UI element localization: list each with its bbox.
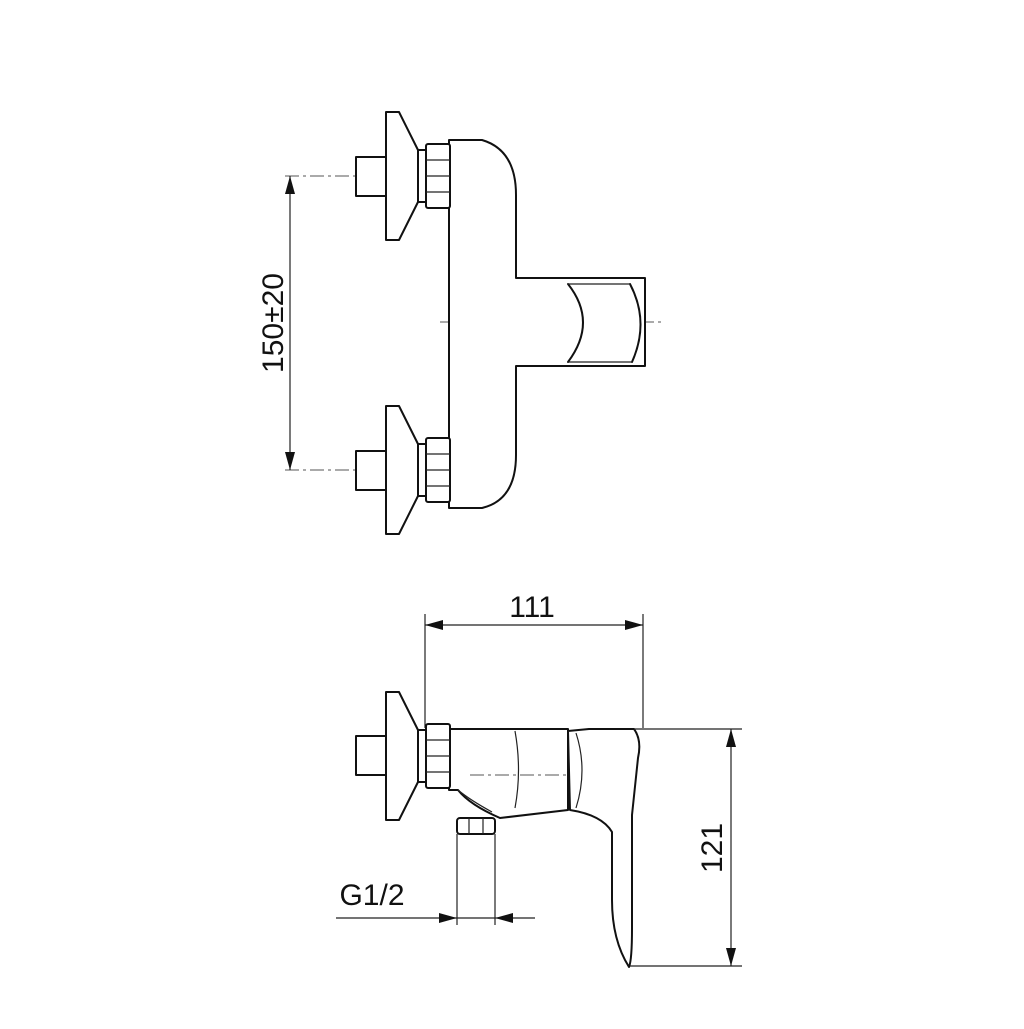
thread-label: G1/2: [339, 879, 404, 912]
side-view: 111: [336, 591, 742, 968]
side-pipe-stub: [355, 735, 387, 776]
mixer-body: [448, 139, 646, 509]
inlet-spacing-label: 150±20: [257, 273, 290, 373]
depth-label: 111: [509, 591, 555, 624]
upper-eccentric-connector: [355, 111, 451, 241]
lower-pipe-stub: [355, 450, 387, 491]
height-dimension: 121: [630, 728, 742, 967]
bottom-outlet-fitting: [456, 817, 496, 925]
lever-side: [567, 728, 641, 968]
upper-flange-neck: [417, 149, 427, 203]
height-label: 121: [696, 823, 729, 873]
upper-cover-flange: [385, 111, 419, 241]
side-wall-connector: [355, 691, 451, 821]
upper-pipe-stub: [355, 156, 387, 197]
outlet-nut: [456, 817, 496, 835]
lower-cover-flange: [385, 405, 419, 535]
front-view: 150±20: [257, 111, 665, 535]
lever-handle: [567, 283, 642, 363]
depth-dimension: 111: [424, 591, 644, 728]
lower-eccentric-connector: [355, 405, 451, 535]
inlet-spacing-dimension: 150±20: [257, 176, 295, 470]
mixer-body-side: [448, 728, 569, 819]
side-cover-flange: [385, 691, 419, 821]
thread-dimension: G1/2: [336, 879, 535, 923]
lower-flange-neck: [417, 443, 427, 497]
side-flange-neck: [417, 729, 427, 783]
